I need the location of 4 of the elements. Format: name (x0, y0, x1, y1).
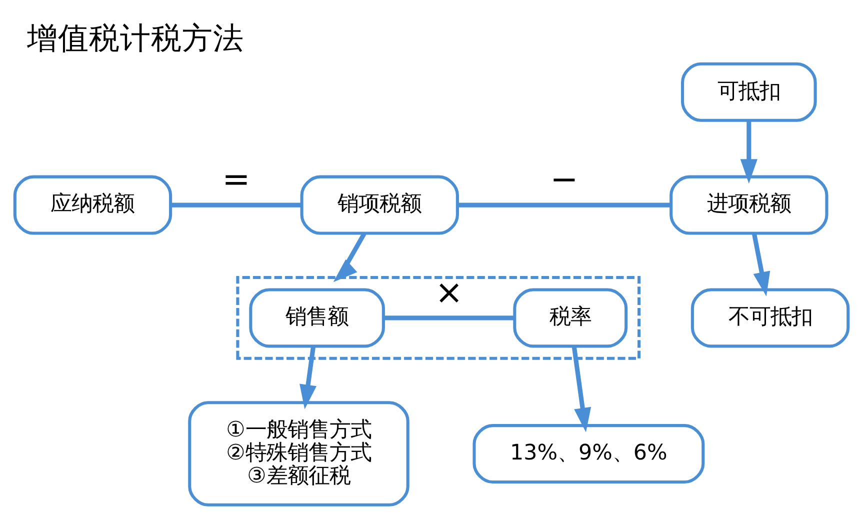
edge-label: × (434, 272, 464, 312)
edge-label: = (222, 160, 250, 199)
diagram-title: 增值税计税方法 (26, 22, 244, 57)
edge-label: − (550, 160, 578, 199)
